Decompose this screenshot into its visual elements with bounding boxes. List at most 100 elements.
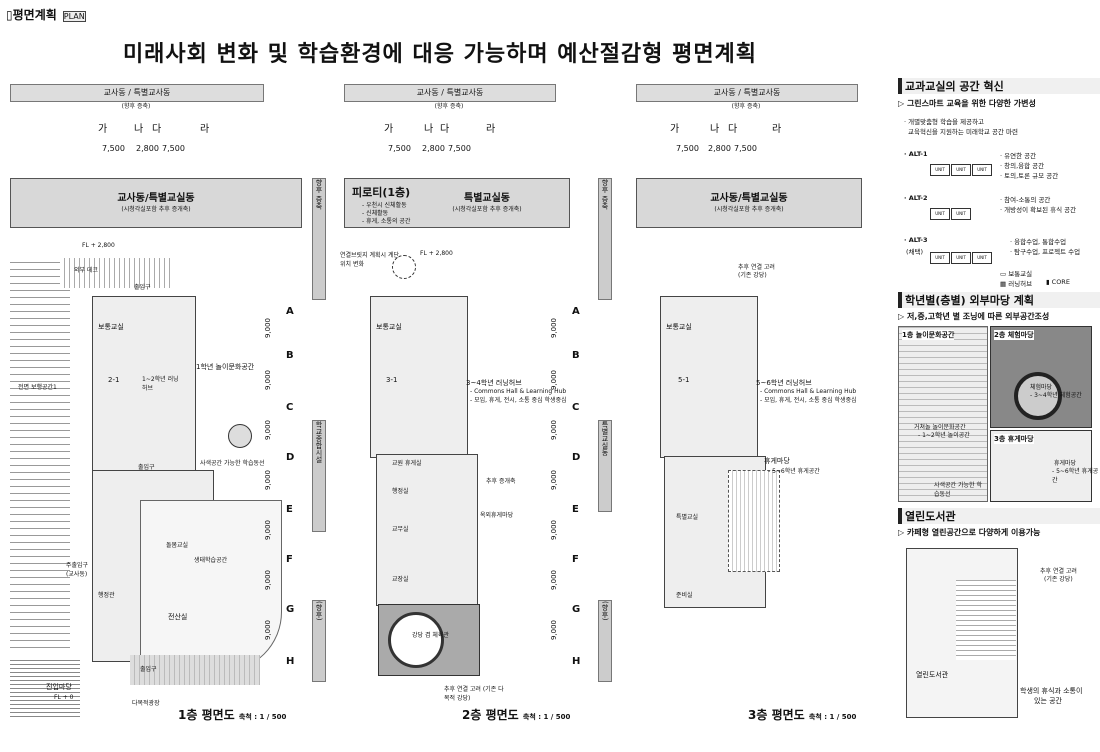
lbl: 전면 보행공간1 <box>18 384 57 391</box>
lbl: - 신체활동 <box>362 210 389 217</box>
lbl: - 모임, 휴게, 전시, 소통 중심 학생중심 <box>760 397 857 404</box>
flag-ra: 라 <box>772 124 782 135</box>
span: 9,000 <box>264 470 272 491</box>
lbl: 거쳐놀 놀이문화공간 <box>914 424 966 431</box>
lbl: 다목적광장 <box>132 700 160 707</box>
axis-future: 향후 증축 <box>598 178 612 300</box>
dim-2: 2,800 <box>422 144 445 153</box>
section-title-1: 교과교실의 공간 혁신 <box>898 78 1100 94</box>
lbl: 사색공간 가능한 학습동선 <box>200 460 265 467</box>
lbl: 보통교실 <box>98 323 124 331</box>
lbl: 행정관 <box>98 592 115 599</box>
lbl: 추후 연결 고려 (기존 다목적 강당) <box>444 686 504 702</box>
lbl: 사색공간 가능한 학습동선 <box>934 482 982 498</box>
lbl: 추후 연결 고려 <box>738 264 775 271</box>
lbl: 생태학습공간 <box>194 557 228 564</box>
span: 9,000 <box>550 470 558 491</box>
lbl: - 3~4학년 체험공간 <box>1030 392 1082 399</box>
lbl: (기존 강당) <box>738 272 767 279</box>
lbl: 출입구 <box>134 284 151 291</box>
zone-2-circle <box>1014 372 1062 420</box>
grid-A: A <box>286 306 294 317</box>
grid-B: B <box>572 350 580 361</box>
axis-special: 특별교실동 <box>598 420 612 512</box>
lbl: 보통교실 <box>666 323 692 331</box>
lbl: - 우천시 신체활동 <box>362 202 407 209</box>
grid-E: E <box>286 504 293 515</box>
lbl: 행정실 <box>392 488 409 495</box>
future-block: 특별교실동(시청각실포함 추후 증개축) <box>344 178 570 228</box>
lbl: 준비실 <box>676 592 693 599</box>
grid-C: C <box>286 402 294 413</box>
rest-yard <box>728 470 780 572</box>
zone-1-img <box>898 326 988 502</box>
lbl: - 모임, 휴게, 전시, 소통 중심 학생중심 <box>470 397 567 404</box>
special-block <box>376 454 478 606</box>
lbl: FL + 2,800 <box>82 242 115 249</box>
caption-2: 2층 평면도 축척 : 1 / 500 <box>462 708 571 722</box>
lbl: 주출입구 (교사동) <box>66 562 89 578</box>
span: 9,000 <box>550 318 558 339</box>
classroom-block <box>370 296 468 458</box>
bar-sub: (향후 증축) <box>731 103 761 110</box>
lbl: 진입마당 <box>46 683 72 691</box>
section-sub-1: ▷ 그린스마트 교육을 위한 다양한 가변성 <box>898 99 1036 108</box>
dim-2: 2,800 <box>708 144 731 153</box>
lbl: 출입구 <box>138 464 155 471</box>
lbl: - 5~6학년 휴게공간 <box>768 468 820 475</box>
dim-1: 7,500 <box>102 144 125 153</box>
lbl: 5-1 <box>678 376 690 384</box>
lbl: 특별교실 <box>676 514 699 521</box>
future-block: 교사동/특별교실동(시청각실포함 추후 증개축) <box>10 178 302 228</box>
section-sub-2: ▷ 저,중,고학년 별 조닝에 따른 외부공간조성 <box>898 312 1050 321</box>
flag-na: 나 <box>424 124 434 135</box>
lbl: 추후 증개축 <box>486 478 516 485</box>
lbl: 출입구 <box>140 666 157 673</box>
lbl: 외부 데크 <box>74 267 98 274</box>
section-sub-3: ▷ 카페형 열린공간으로 다양하게 이용가능 <box>898 528 1041 537</box>
dim-3: 7,500 <box>448 144 471 153</box>
grid-D: D <box>572 452 581 463</box>
alt-item: · 참여-소통의 공간 <box>1000 196 1051 204</box>
alt-item: · 토의,토론 규모 공간 <box>1000 172 1059 180</box>
lbl: 체험마당 <box>1030 384 1053 391</box>
axis-later: (향후) <box>598 600 612 682</box>
span: 9,000 <box>264 370 272 391</box>
lbl: - 1~2학년 놀이공간 <box>918 432 970 439</box>
grid-C: C <box>572 402 580 413</box>
dim-1: 7,500 <box>676 144 699 153</box>
lbl: 열린도서관 <box>916 671 949 679</box>
pilotis-title: 피로티(1층) <box>352 186 411 199</box>
span: 9,000 <box>264 318 272 339</box>
lbl: 1~2학년 러닝허브 <box>142 376 179 392</box>
legend-1: ▭ 보통교실 <box>1000 270 1033 278</box>
alt-item: · 융합수업, 통합수업 <box>1010 238 1067 246</box>
lbl: 교무실 <box>392 526 409 533</box>
lbl: - 휴게, 소통의 공간 <box>362 218 411 225</box>
caption-3: 3층 평면도 축척 : 1 / 500 <box>748 708 857 722</box>
alt-2: · ALT-2 <box>904 194 928 202</box>
top-arrow-bar: 교사동 / 특별교사동 <box>344 84 556 102</box>
lbl: 교장실 <box>392 576 409 583</box>
classroom-block <box>660 296 758 458</box>
dim-3: 7,500 <box>734 144 757 153</box>
grid-A: A <box>572 306 580 317</box>
tree-icon <box>228 424 252 448</box>
lbl: 추후 연결 고려 <box>1040 568 1077 575</box>
alt-item: · 개방성이 확보된 휴식 공간 <box>1000 206 1077 214</box>
section-title-3: 열린도서관 <box>898 508 1100 524</box>
lbl: (기존 강당) <box>1044 576 1073 583</box>
dim-1: 7,500 <box>388 144 411 153</box>
lbl: 휴게마당 <box>1054 460 1077 467</box>
grid-G: G <box>286 604 295 615</box>
lbl: 보통교실 <box>376 323 402 331</box>
lbl: 휴게마당 <box>764 457 790 465</box>
lbl: 3-1 <box>386 376 398 384</box>
grid-G: G <box>572 604 581 615</box>
span: 9,000 <box>550 420 558 441</box>
legend-2: ▦ 러닝허브 <box>1000 280 1033 288</box>
span: 9,000 <box>550 520 558 541</box>
alt-item: · 창의,융합 공간 <box>1000 162 1045 170</box>
legend-3: ▮ CORE <box>1046 278 1070 286</box>
